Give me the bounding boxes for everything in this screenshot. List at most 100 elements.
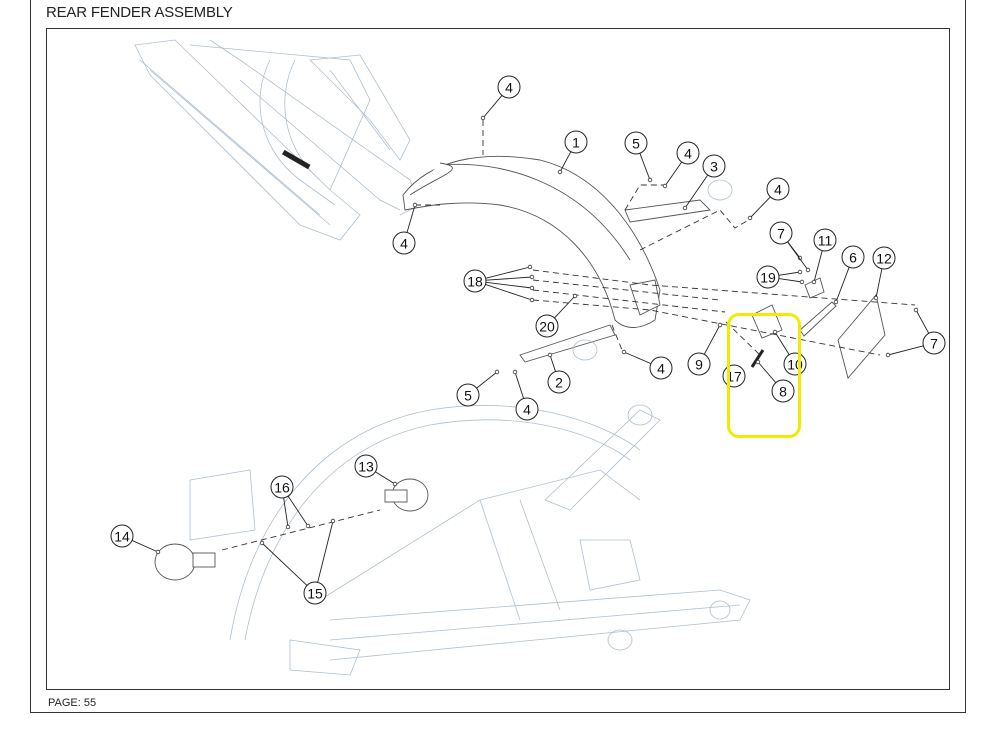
leader-line xyxy=(813,250,823,283)
callout-circle xyxy=(303,581,327,605)
callout-circle xyxy=(766,177,790,201)
leader-line xyxy=(485,266,531,279)
callout-circle xyxy=(922,331,946,355)
fastener-marker xyxy=(529,297,535,303)
callout-circle xyxy=(463,269,487,293)
leader-line xyxy=(287,495,309,527)
callout-circle xyxy=(771,379,795,403)
license-plate-part-12 xyxy=(837,294,886,379)
leader-line xyxy=(317,520,334,583)
fastener-marker xyxy=(155,549,161,555)
fastener-marker xyxy=(805,267,811,273)
callout-label: 19 xyxy=(760,270,776,286)
callout-label: 4 xyxy=(400,236,408,252)
fastener-marker xyxy=(572,293,578,299)
callout-9: 9 xyxy=(687,322,723,376)
background-frame-upper xyxy=(134,39,421,241)
fastener-marker xyxy=(772,329,778,335)
leader-line xyxy=(887,345,924,356)
callout-4: 4 xyxy=(512,369,539,421)
callout-label: 4 xyxy=(684,146,692,162)
callout-8: 8 xyxy=(755,359,795,403)
callout-circle xyxy=(872,246,896,270)
callout-circle xyxy=(392,231,416,255)
callout-15: 15 xyxy=(259,518,336,605)
leader-line xyxy=(406,204,416,233)
fastener-marker xyxy=(527,264,533,270)
callout-5: 5 xyxy=(624,131,653,183)
callout-circle xyxy=(547,370,571,394)
leader-line xyxy=(778,271,801,276)
callout-1: 1 xyxy=(557,130,588,175)
leader-line xyxy=(623,351,652,365)
callout-circle xyxy=(515,397,539,421)
callout-label: 16 xyxy=(274,480,290,496)
callout-label: 18 xyxy=(467,274,483,290)
fastener-marker xyxy=(833,299,839,305)
turn-signal-bracket-part-3 xyxy=(624,179,733,223)
callout-11: 11 xyxy=(811,228,837,285)
fastener-marker xyxy=(755,359,761,365)
callout-4: 4 xyxy=(480,75,521,121)
callout-circle xyxy=(110,524,134,548)
callout-circle xyxy=(354,454,378,478)
leader-line xyxy=(787,241,809,271)
callout-13: 13 xyxy=(354,454,398,487)
background-frame-lower xyxy=(189,404,751,676)
fastener-marker xyxy=(717,322,723,328)
callout-4: 4 xyxy=(662,141,700,189)
fastener-marker xyxy=(512,369,518,375)
fastener-marker xyxy=(285,524,291,530)
leader-line xyxy=(664,161,683,187)
leader-line xyxy=(559,151,572,173)
plate-bracket-part-6 xyxy=(799,301,837,337)
fastener-marker xyxy=(747,215,753,221)
fastener-marker xyxy=(797,269,803,275)
callout-label: 6 xyxy=(849,250,857,266)
callout-label: 1 xyxy=(572,135,580,151)
callout-circle xyxy=(624,131,648,155)
callout-label: 11 xyxy=(818,233,833,249)
callout-label: 4 xyxy=(523,402,531,418)
fastener-marker xyxy=(547,352,553,358)
fastener-marker xyxy=(799,279,805,285)
leader-line xyxy=(835,267,850,303)
callout-5: 5 xyxy=(456,369,500,407)
fastener-marker xyxy=(392,481,398,487)
leader-line xyxy=(131,540,159,553)
leader-line xyxy=(514,371,525,399)
callout-3: 3 xyxy=(682,154,726,211)
callout-label: 3 xyxy=(710,159,718,175)
callout-circle xyxy=(649,356,673,380)
leader-line xyxy=(915,309,930,334)
fastener-marker xyxy=(330,518,336,524)
fastener-marker xyxy=(305,523,311,529)
callout-18: 18 xyxy=(463,264,535,303)
callout-label: 7 xyxy=(777,226,785,242)
assembly-lines xyxy=(221,120,916,551)
callout-4: 4 xyxy=(747,177,790,221)
fastener-marker xyxy=(529,274,535,280)
callout-label: 4 xyxy=(657,361,665,377)
callout-19: 19 xyxy=(756,265,805,289)
callout-label: 12 xyxy=(876,251,892,267)
fastener-marker xyxy=(647,177,653,183)
callout-circle xyxy=(769,221,793,245)
highlight-box xyxy=(727,313,801,438)
callout-label: 5 xyxy=(464,388,472,404)
leader-line xyxy=(703,324,721,355)
page-frame xyxy=(30,0,966,713)
fastener-marker xyxy=(682,205,688,211)
fastener-marker xyxy=(259,540,265,546)
leader-line xyxy=(639,153,651,181)
turn-signal-bracket-part-2 xyxy=(519,324,616,363)
leader-line xyxy=(875,268,883,299)
leader-line xyxy=(375,471,396,485)
callout-7: 7 xyxy=(885,307,946,358)
leader-line xyxy=(749,196,771,219)
fastener-marker xyxy=(621,349,627,355)
callout-14: 14 xyxy=(110,524,161,555)
callout-label: 9 xyxy=(695,357,703,373)
callout-label: 17 xyxy=(726,369,742,385)
